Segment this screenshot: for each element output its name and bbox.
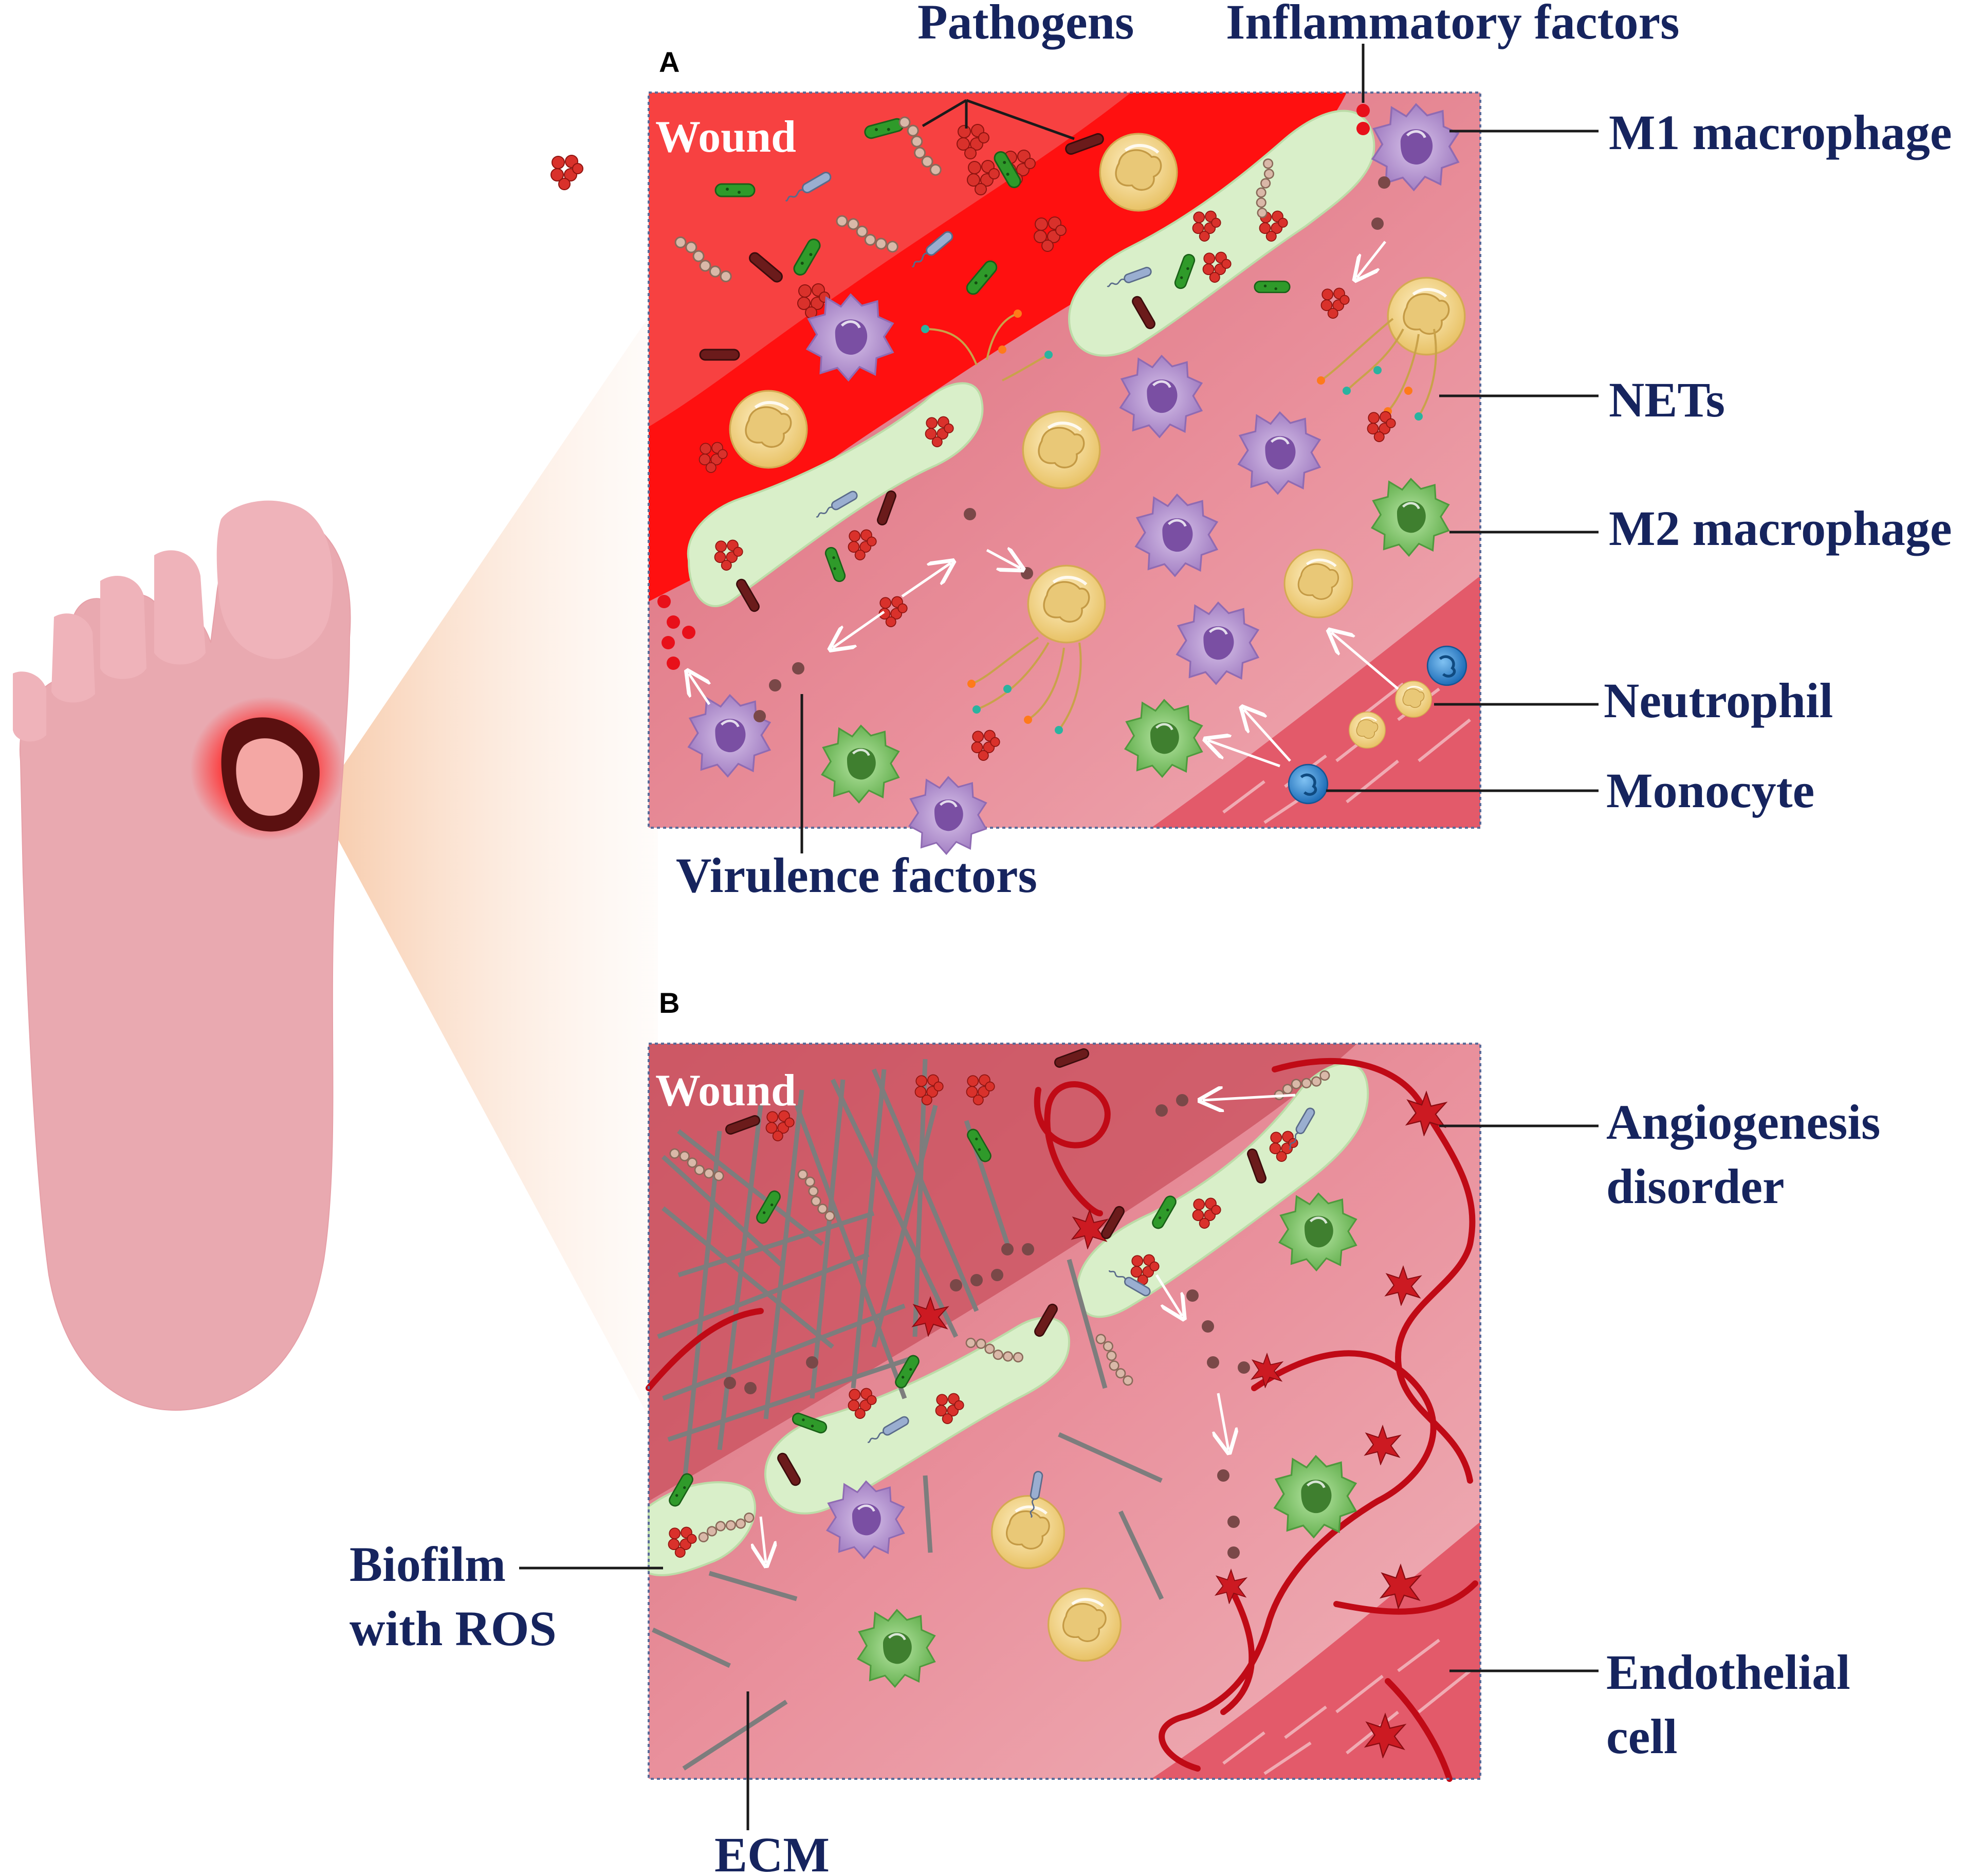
- label-angiogenesis-line2: disorder: [1606, 1159, 1785, 1214]
- label-biofilm-line2: with ROS: [350, 1601, 557, 1656]
- label-m1-macrophage: M1 macrophage: [1609, 105, 1952, 160]
- neutrophil: [1028, 566, 1105, 643]
- panel-a-leaders: [800, 44, 1599, 853]
- endothelial-cell-pattern: [1222, 1638, 1471, 1775]
- ulcer-bed: [236, 738, 303, 816]
- toe: [51, 613, 95, 703]
- blood-vessels: [646, 1058, 1478, 1782]
- neutrophil: [1348, 711, 1386, 749]
- panel-b-letter: B: [659, 987, 680, 1019]
- neutrophil: [1049, 1589, 1121, 1661]
- neutrophil: [1100, 134, 1177, 211]
- rod-bacterium: [714, 183, 756, 197]
- blood-vessel: [1151, 576, 1480, 828]
- monocyte: [1289, 764, 1328, 804]
- endothelial-layer: [1151, 1522, 1480, 1779]
- toe: [13, 671, 46, 742]
- migration-arrows: [689, 241, 1399, 768]
- monocyte: [1427, 646, 1466, 685]
- panel-b-wound-label: Wound: [655, 1066, 796, 1116]
- migration-arrows: [761, 1095, 1296, 1563]
- panel-b: B: [519, 987, 1599, 1830]
- foot-illustration: [13, 303, 658, 1434]
- label-inflammatory-factors: Inflammatory factors: [1226, 0, 1679, 49]
- labels: Pathogens Inflammatory factors M1 macrop…: [350, 0, 1952, 1876]
- cocci: [550, 155, 583, 190]
- virulence-factors: [724, 1094, 1250, 1559]
- neutrophil: [992, 1496, 1064, 1569]
- panel-a-letter: A: [659, 46, 680, 78]
- label-neutrophil: Neutrophil: [1604, 673, 1833, 728]
- neutrophil: [1388, 278, 1465, 355]
- ecm-fibers: [652, 1059, 1164, 1771]
- big-toe: [216, 500, 333, 659]
- panel-b-border: [648, 1043, 1481, 1780]
- inflammatory-factors: [657, 104, 1370, 670]
- virulence-factors: [754, 176, 1390, 722]
- panel-a-wound-label: Wound: [655, 112, 796, 162]
- rod-bacterium: [699, 349, 740, 361]
- neutrophil: [1284, 550, 1352, 617]
- toe: [100, 576, 146, 679]
- label-virulence-factors: Virulence factors: [676, 848, 1037, 903]
- label-ecm: ECM: [714, 1827, 830, 1876]
- nets: [925, 313, 1437, 731]
- panel-a: A Wound: [550, 44, 1599, 854]
- biofilm: [1068, 110, 1375, 357]
- panel-b-leaders: [519, 1124, 1599, 1830]
- toe: [154, 550, 206, 665]
- label-monocyte: Monocyte: [1606, 763, 1814, 818]
- neutrophil: [1394, 680, 1433, 718]
- label-m2-macrophage: M2 macrophage: [1609, 501, 1952, 556]
- label-endothelial-line1: Endothelial: [1606, 1645, 1850, 1700]
- neutrophil: [730, 391, 807, 468]
- label-angiogenesis-line1: Angiogenesis: [1606, 1095, 1880, 1150]
- rod-bacterium: [1254, 280, 1291, 294]
- label-pathogens: Pathogens: [917, 0, 1134, 49]
- zoom-beam: [329, 303, 658, 1434]
- label-nets: NETs: [1609, 372, 1725, 427]
- label-endothelial-line2: cell: [1606, 1709, 1678, 1764]
- biofilm: [1076, 1062, 1369, 1318]
- neutrophil: [1023, 411, 1100, 488]
- label-biofilm-line1: Biofilm: [350, 1537, 506, 1592]
- panel-a-border: [648, 92, 1481, 829]
